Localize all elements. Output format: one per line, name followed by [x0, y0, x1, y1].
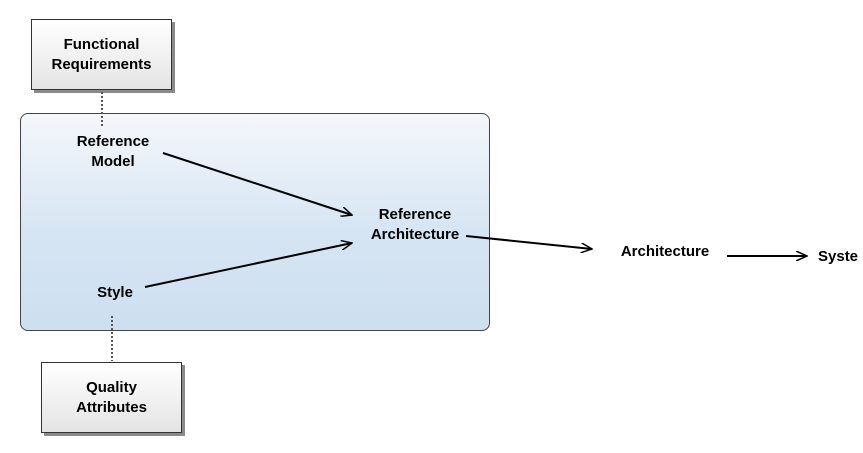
reference-architecture-line2: Architecture: [370, 226, 460, 243]
style-label[interactable]: Style: [97, 284, 133, 301]
reference-architecture-label[interactable]: Reference Architecture: [350, 205, 480, 245]
quality-attributes-line1: Quality: [86, 378, 137, 396]
reference-model-line2: Model: [91, 153, 135, 170]
reference-architecture-line1: Reference: [378, 206, 452, 223]
reference-model-label[interactable]: Reference Model: [58, 132, 168, 172]
functional-requirements-box[interactable]: Functional Requirements: [31, 19, 172, 90]
functional-requirements-line2: Requirements: [51, 55, 152, 73]
reference-model-line1: Reference: [76, 133, 150, 150]
reference-architecture-container[interactable]: [20, 113, 490, 331]
system-label[interactable]: Syste: [818, 248, 859, 265]
style-to-refarch-arrow: [144, 243, 352, 288]
functional-requirements-line1: Functional: [63, 35, 140, 53]
architecture-label[interactable]: Architecture: [620, 243, 710, 260]
model-to-refarch-arrow: [162, 152, 352, 215]
quality-attributes-line2: Attributes: [76, 398, 147, 416]
refarch-to-architecture-arrow: [465, 235, 592, 249]
quality-attributes-box[interactable]: Quality Attributes: [41, 362, 182, 433]
